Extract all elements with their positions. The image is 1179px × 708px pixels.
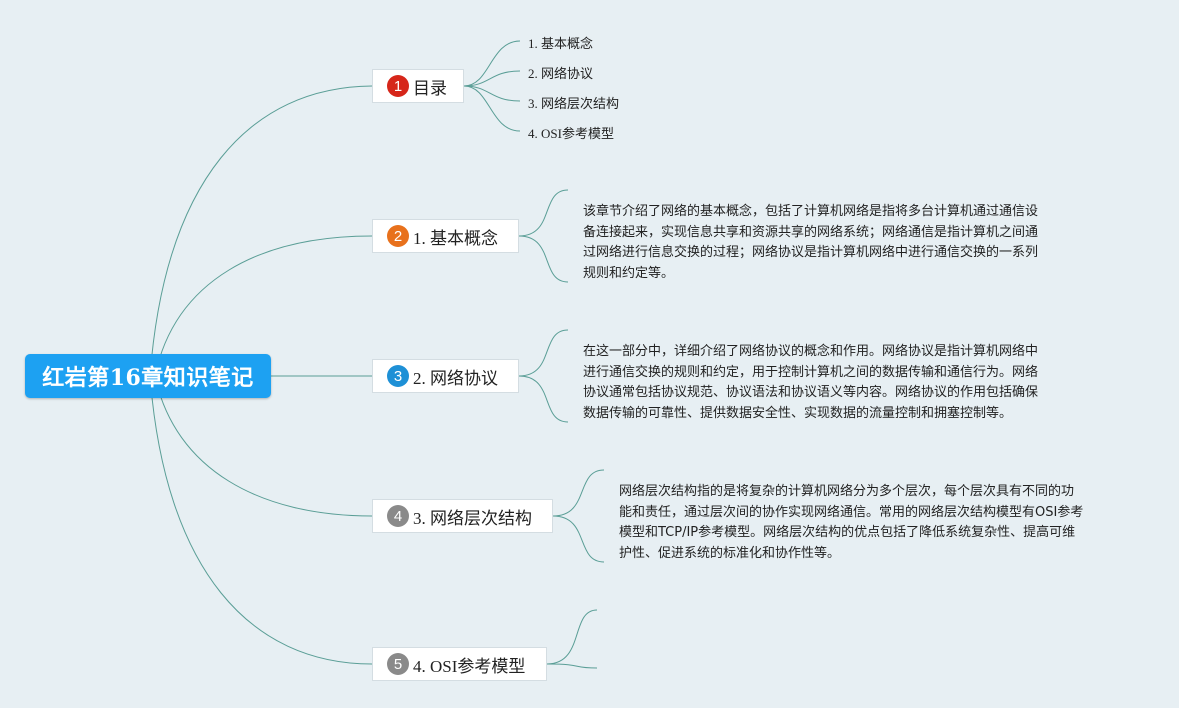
- root-topic-label: 红岩第16章知识笔记: [42, 365, 254, 391]
- link-toc-3: [463, 85, 521, 102]
- link-osi-desc: [546, 609, 598, 669]
- description-line: 协议通常包括协议规范、协议语法和协议语义等内容。网络协议的作用包括确保: [583, 385, 1039, 400]
- branch-toc-label: 目录: [413, 78, 447, 98]
- branch-toc[interactable]: 1 目录: [372, 69, 464, 103]
- description-line: 在这一部分中，详细介绍了网络协议的概念和作用。网络协议是指计算机网络中: [583, 344, 1039, 359]
- network-protocol-description: 在这一部分中，详细介绍了网络协议的概念和作用。网络协议是指计算机网络中 进行通信…: [583, 342, 1083, 424]
- link-root-toc: [149, 85, 373, 377]
- badge-3: 3: [387, 365, 409, 387]
- link-root-layers: [154, 375, 373, 517]
- description-line: 过网络进行信息交换的过程；网络协议是指计算机网络中进行通信交换的一系列: [583, 245, 1039, 260]
- root-topic[interactable]: 红岩第16章知识笔记: [25, 354, 271, 398]
- description-line: 规则和约定等。: [583, 265, 675, 281]
- badge-2: 2: [387, 225, 409, 247]
- description-line: 进行通信交换的规则和约定，用于控制计算机之间的数据传输和通信行为。网络: [583, 364, 1039, 380]
- toc-item-3[interactable]: 3. 网络层次结构: [528, 96, 620, 111]
- branch-osi-model[interactable]: 5 4. OSI参考模型: [372, 647, 547, 681]
- link-root-osi: [149, 375, 373, 665]
- description-line: 该章节介绍了网络的基本概念，包括了计算机网络是指将多台计算机通过通信设: [583, 204, 1039, 219]
- toc-item-1[interactable]: 1. 基本概念: [528, 36, 594, 51]
- link-toc-2: [463, 70, 521, 87]
- link-toc-4: [463, 85, 521, 132]
- badge-5: 5: [387, 653, 409, 675]
- branch-network-layers[interactable]: 4 3. 网络层次结构: [372, 499, 553, 533]
- branch-osi-model-label: 4. OSI参考模型: [413, 656, 526, 676]
- badge-4: 4: [387, 505, 409, 527]
- badge-1: 1: [387, 75, 409, 97]
- link-toc-1: [463, 40, 521, 87]
- link-protocol-desc: [518, 329, 569, 423]
- branch-network-layers-label: 3. 网络层次结构: [413, 508, 532, 528]
- description-line: 护性、促进系统的标准化和协作性等。: [619, 545, 841, 561]
- toc-item-2[interactable]: 2. 网络协议: [528, 66, 594, 81]
- branch-basic-concepts[interactable]: 2 1. 基本概念: [372, 219, 519, 253]
- basic-concepts-description: 该章节介绍了网络的基本概念，包括了计算机网络是指将多台计算机通过通信设 备连接起…: [583, 202, 1083, 284]
- description-line: 模型和TCP/IP参考模型。网络层次结构的优点包括了降低系统复杂性、提高可维: [619, 525, 1076, 540]
- description-line: 备连接起来，实现信息共享和资源共享的网络系统；网络通信是指计算机之间通: [583, 224, 1039, 240]
- description-line: 能和责任，通过层次间的协作实现网络通信。常用的网络层次结构模型有OSI参考: [619, 504, 1084, 520]
- branch-network-protocol[interactable]: 3 2. 网络协议: [372, 359, 519, 393]
- branch-network-protocol-label: 2. 网络协议: [413, 368, 498, 388]
- branch-basic-concepts-label: 1. 基本概念: [413, 228, 498, 248]
- toc-item-4[interactable]: 4. OSI参考模型: [528, 126, 614, 141]
- description-line: 网络层次结构指的是将复杂的计算机网络分为多个层次，每个层次具有不同的功: [619, 484, 1075, 499]
- link-layers-desc: [552, 469, 605, 563]
- link-basic-desc: [518, 189, 569, 283]
- description-line: 数据传输的可靠性、提供数据安全性、实现数据的流量控制和拥塞控制等。: [583, 405, 1013, 421]
- link-root-basic: [154, 235, 373, 377]
- network-layers-description: 网络层次结构指的是将复杂的计算机网络分为多个层次，每个层次具有不同的功 能和责任…: [619, 482, 1139, 564]
